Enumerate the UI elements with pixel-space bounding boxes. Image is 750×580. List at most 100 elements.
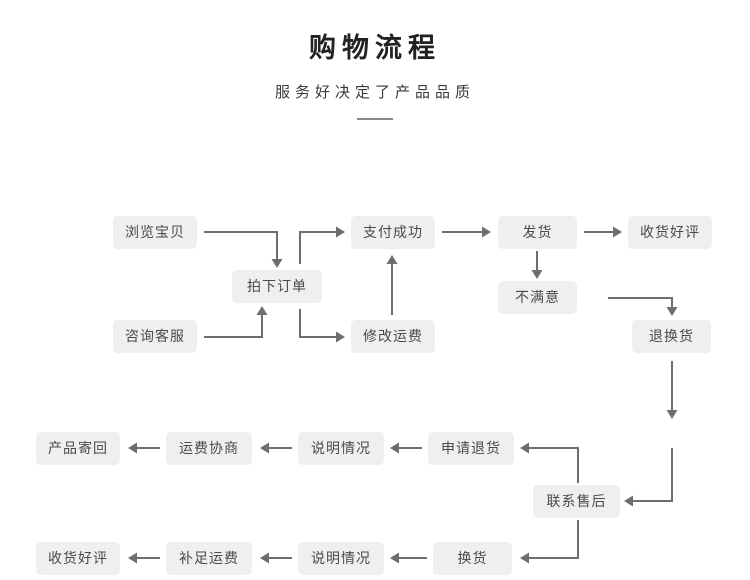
title-divider	[357, 118, 393, 121]
flow-node-add-fee[interactable]: 补足运费	[166, 542, 252, 575]
node-box[interactable]	[166, 542, 252, 575]
arrow-icon	[386, 255, 398, 264]
flow-edge	[442, 226, 491, 238]
arrow-icon	[260, 552, 269, 564]
node-label: 补足运费	[179, 550, 239, 566]
edge-line	[204, 313, 263, 338]
flow-edge	[520, 442, 579, 483]
arrow-icon	[520, 552, 529, 564]
node-box[interactable]	[36, 542, 120, 575]
edge-line	[528, 447, 579, 483]
flow-edge	[386, 255, 398, 315]
flow-node-pay-success[interactable]: 支付成功	[351, 216, 435, 249]
node-label: 浏览宝贝	[125, 224, 185, 240]
arrow-icon	[520, 442, 529, 454]
flow-node-send-back[interactable]: 产品寄回	[36, 432, 120, 465]
node-label: 不满意	[515, 289, 560, 305]
node-box[interactable]	[113, 216, 197, 249]
flow-edge	[584, 226, 622, 238]
node-box[interactable]	[632, 320, 711, 353]
flow-node-ship[interactable]: 发货	[498, 216, 577, 249]
edge-line	[608, 297, 673, 310]
node-box[interactable]	[351, 216, 435, 249]
flow-edge	[608, 297, 678, 316]
node-box[interactable]	[36, 432, 120, 465]
node-box[interactable]	[298, 542, 384, 575]
flow-edge	[260, 552, 292, 564]
arrow-icon	[482, 226, 491, 238]
edge-line	[299, 231, 337, 264]
node-box[interactable]	[166, 432, 252, 465]
flow-edge	[390, 442, 422, 454]
node-box[interactable]	[428, 432, 514, 465]
flow-node-explain-1[interactable]: 说明情况	[298, 432, 384, 465]
arrow-icon	[260, 442, 269, 454]
flow-node-consult[interactable]: 咨询客服	[113, 320, 197, 353]
flow-edge	[520, 520, 579, 564]
page-subtitle: 服务好决定了产品品质	[274, 84, 475, 102]
arrow-icon	[666, 307, 678, 316]
page-header: 购物流程 服务好决定了产品品质	[0, 0, 750, 121]
flow-node-return-swap[interactable]: 退换货	[632, 320, 711, 353]
node-label: 支付成功	[363, 224, 423, 240]
flow-edge	[624, 448, 673, 507]
flow-edge	[299, 309, 345, 343]
flow-edge	[666, 361, 678, 419]
node-box[interactable]	[351, 320, 435, 353]
node-box[interactable]	[232, 270, 322, 303]
flow-edge	[299, 226, 345, 264]
flow-edge	[390, 552, 427, 564]
page-title: 购物流程	[309, 33, 441, 63]
flow-node-browse[interactable]: 浏览宝贝	[113, 216, 197, 249]
edge-line	[528, 520, 579, 559]
arrow-icon	[666, 410, 678, 419]
arrow-icon	[336, 226, 345, 238]
flow-node-explain-2[interactable]: 说明情况	[298, 542, 384, 575]
arrow-icon	[390, 552, 399, 564]
flow-node-apply-return[interactable]: 申请退货	[428, 432, 514, 465]
flow-node-unsatisfied[interactable]: 不满意	[498, 281, 577, 314]
flow-edges	[128, 226, 678, 564]
node-label: 拍下订单	[247, 278, 307, 294]
flow-node-place-order[interactable]: 拍下订单	[232, 270, 322, 303]
flow-node-good-review[interactable]: 收货好评	[36, 542, 120, 575]
node-label: 产品寄回	[48, 440, 108, 456]
node-label: 修改运费	[363, 328, 423, 344]
node-box[interactable]	[628, 216, 712, 249]
flow-edge	[128, 442, 160, 454]
node-label: 说明情况	[311, 440, 371, 456]
node-box[interactable]	[298, 432, 384, 465]
arrow-icon	[128, 442, 137, 454]
node-box[interactable]	[533, 485, 620, 518]
node-label: 说明情况	[311, 550, 371, 566]
arrow-icon	[271, 259, 283, 268]
arrow-icon	[613, 226, 622, 238]
node-label: 退换货	[649, 328, 694, 344]
arrow-icon	[390, 442, 399, 454]
node-label: 收货好评	[48, 550, 108, 566]
node-box[interactable]	[113, 320, 197, 353]
flow-node-after-sales[interactable]: 联系售后	[533, 485, 620, 518]
arrow-icon	[128, 552, 137, 564]
flow-node-fee-talk[interactable]: 运费协商	[166, 432, 252, 465]
flow-node-modify-fee[interactable]: 修改运费	[351, 320, 435, 353]
node-box[interactable]	[498, 281, 577, 314]
node-label: 运费协商	[179, 440, 239, 456]
node-box[interactable]	[498, 216, 577, 249]
flow-node-exchange[interactable]: 换货	[433, 542, 512, 575]
edge-line	[204, 231, 278, 262]
flow-nodes: 浏览宝贝咨询客服拍下订单支付成功修改运费发货收货好评不满意退换货产品寄回运费协商…	[36, 216, 712, 575]
node-label: 换货	[458, 550, 488, 566]
flow-edge	[128, 552, 160, 564]
node-label: 咨询客服	[125, 328, 185, 344]
flow-edge	[260, 442, 292, 454]
node-box[interactable]	[433, 542, 512, 575]
flow-edge	[204, 306, 268, 338]
node-label: 联系售后	[547, 493, 607, 509]
flow-node-receive-good[interactable]: 收货好评	[628, 216, 712, 249]
edge-line	[632, 448, 673, 502]
arrow-icon	[531, 270, 543, 279]
node-label: 发货	[523, 224, 553, 240]
